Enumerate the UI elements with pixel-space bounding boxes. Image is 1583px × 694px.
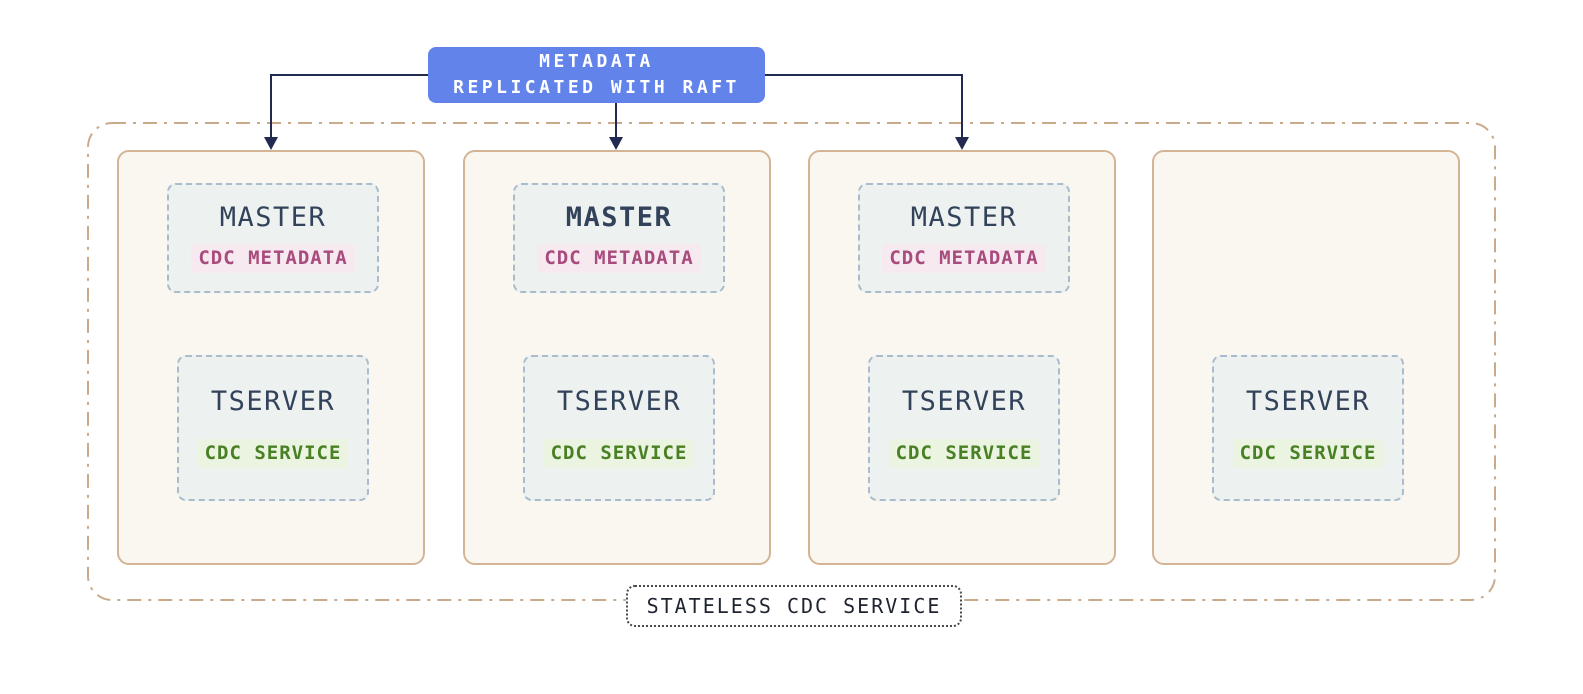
node-2: MASTER CDC METADATA TSERVER CDC SERVICE: [463, 150, 771, 565]
tserver-label: TSERVER: [210, 386, 336, 417]
master-label: MASTER: [565, 201, 673, 233]
metadata-raft-banner: METADATA REPLICATED WITH RAFT: [428, 47, 765, 103]
tserver-label: TSERVER: [901, 386, 1027, 417]
tserver-box: TSERVER CDC SERVICE: [177, 355, 369, 501]
banner-line-1: METADATA: [539, 50, 654, 72]
master-box: MASTER CDC METADATA: [858, 183, 1070, 293]
arrow-left-line: [270, 74, 428, 138]
cdc-service-tag: CDC SERVICE: [197, 439, 349, 468]
stateless-cdc-service-text: STATELESS CDC SERVICE: [646, 594, 942, 618]
arrow-left-head-icon: [264, 137, 278, 150]
cdc-service-tag: CDC SERVICE: [543, 439, 695, 468]
tserver-label: TSERVER: [556, 386, 682, 417]
master-box: MASTER CDC METADATA: [167, 183, 379, 293]
banner-line-2: REPLICATED WITH RAFT: [453, 77, 740, 98]
master-box: MASTER CDC METADATA: [513, 183, 725, 293]
cdc-service-tag: CDC SERVICE: [888, 439, 1040, 468]
master-label: MASTER: [910, 201, 1018, 233]
cdc-metadata-tag: CDC METADATA: [537, 243, 701, 273]
tserver-label: TSERVER: [1245, 386, 1371, 417]
cdc-metadata-tag: CDC METADATA: [882, 243, 1046, 273]
tserver-box: TSERVER CDC SERVICE: [868, 355, 1060, 501]
node-1: MASTER CDC METADATA TSERVER CDC SERVICE: [117, 150, 425, 565]
tserver-box: TSERVER CDC SERVICE: [1212, 355, 1404, 501]
arrow-right-line: [765, 74, 963, 138]
node-4: TSERVER CDC SERVICE: [1152, 150, 1460, 565]
arrow-center-head-icon: [609, 137, 623, 150]
cdc-service-tag: CDC SERVICE: [1232, 439, 1384, 468]
cdc-metadata-tag: CDC METADATA: [191, 243, 355, 273]
tserver-box: TSERVER CDC SERVICE: [523, 355, 715, 501]
node-3: MASTER CDC METADATA TSERVER CDC SERVICE: [808, 150, 1116, 565]
stateless-cdc-service-label: STATELESS CDC SERVICE: [626, 585, 962, 627]
master-label: MASTER: [219, 201, 327, 233]
arrow-right-head-icon: [955, 137, 969, 150]
